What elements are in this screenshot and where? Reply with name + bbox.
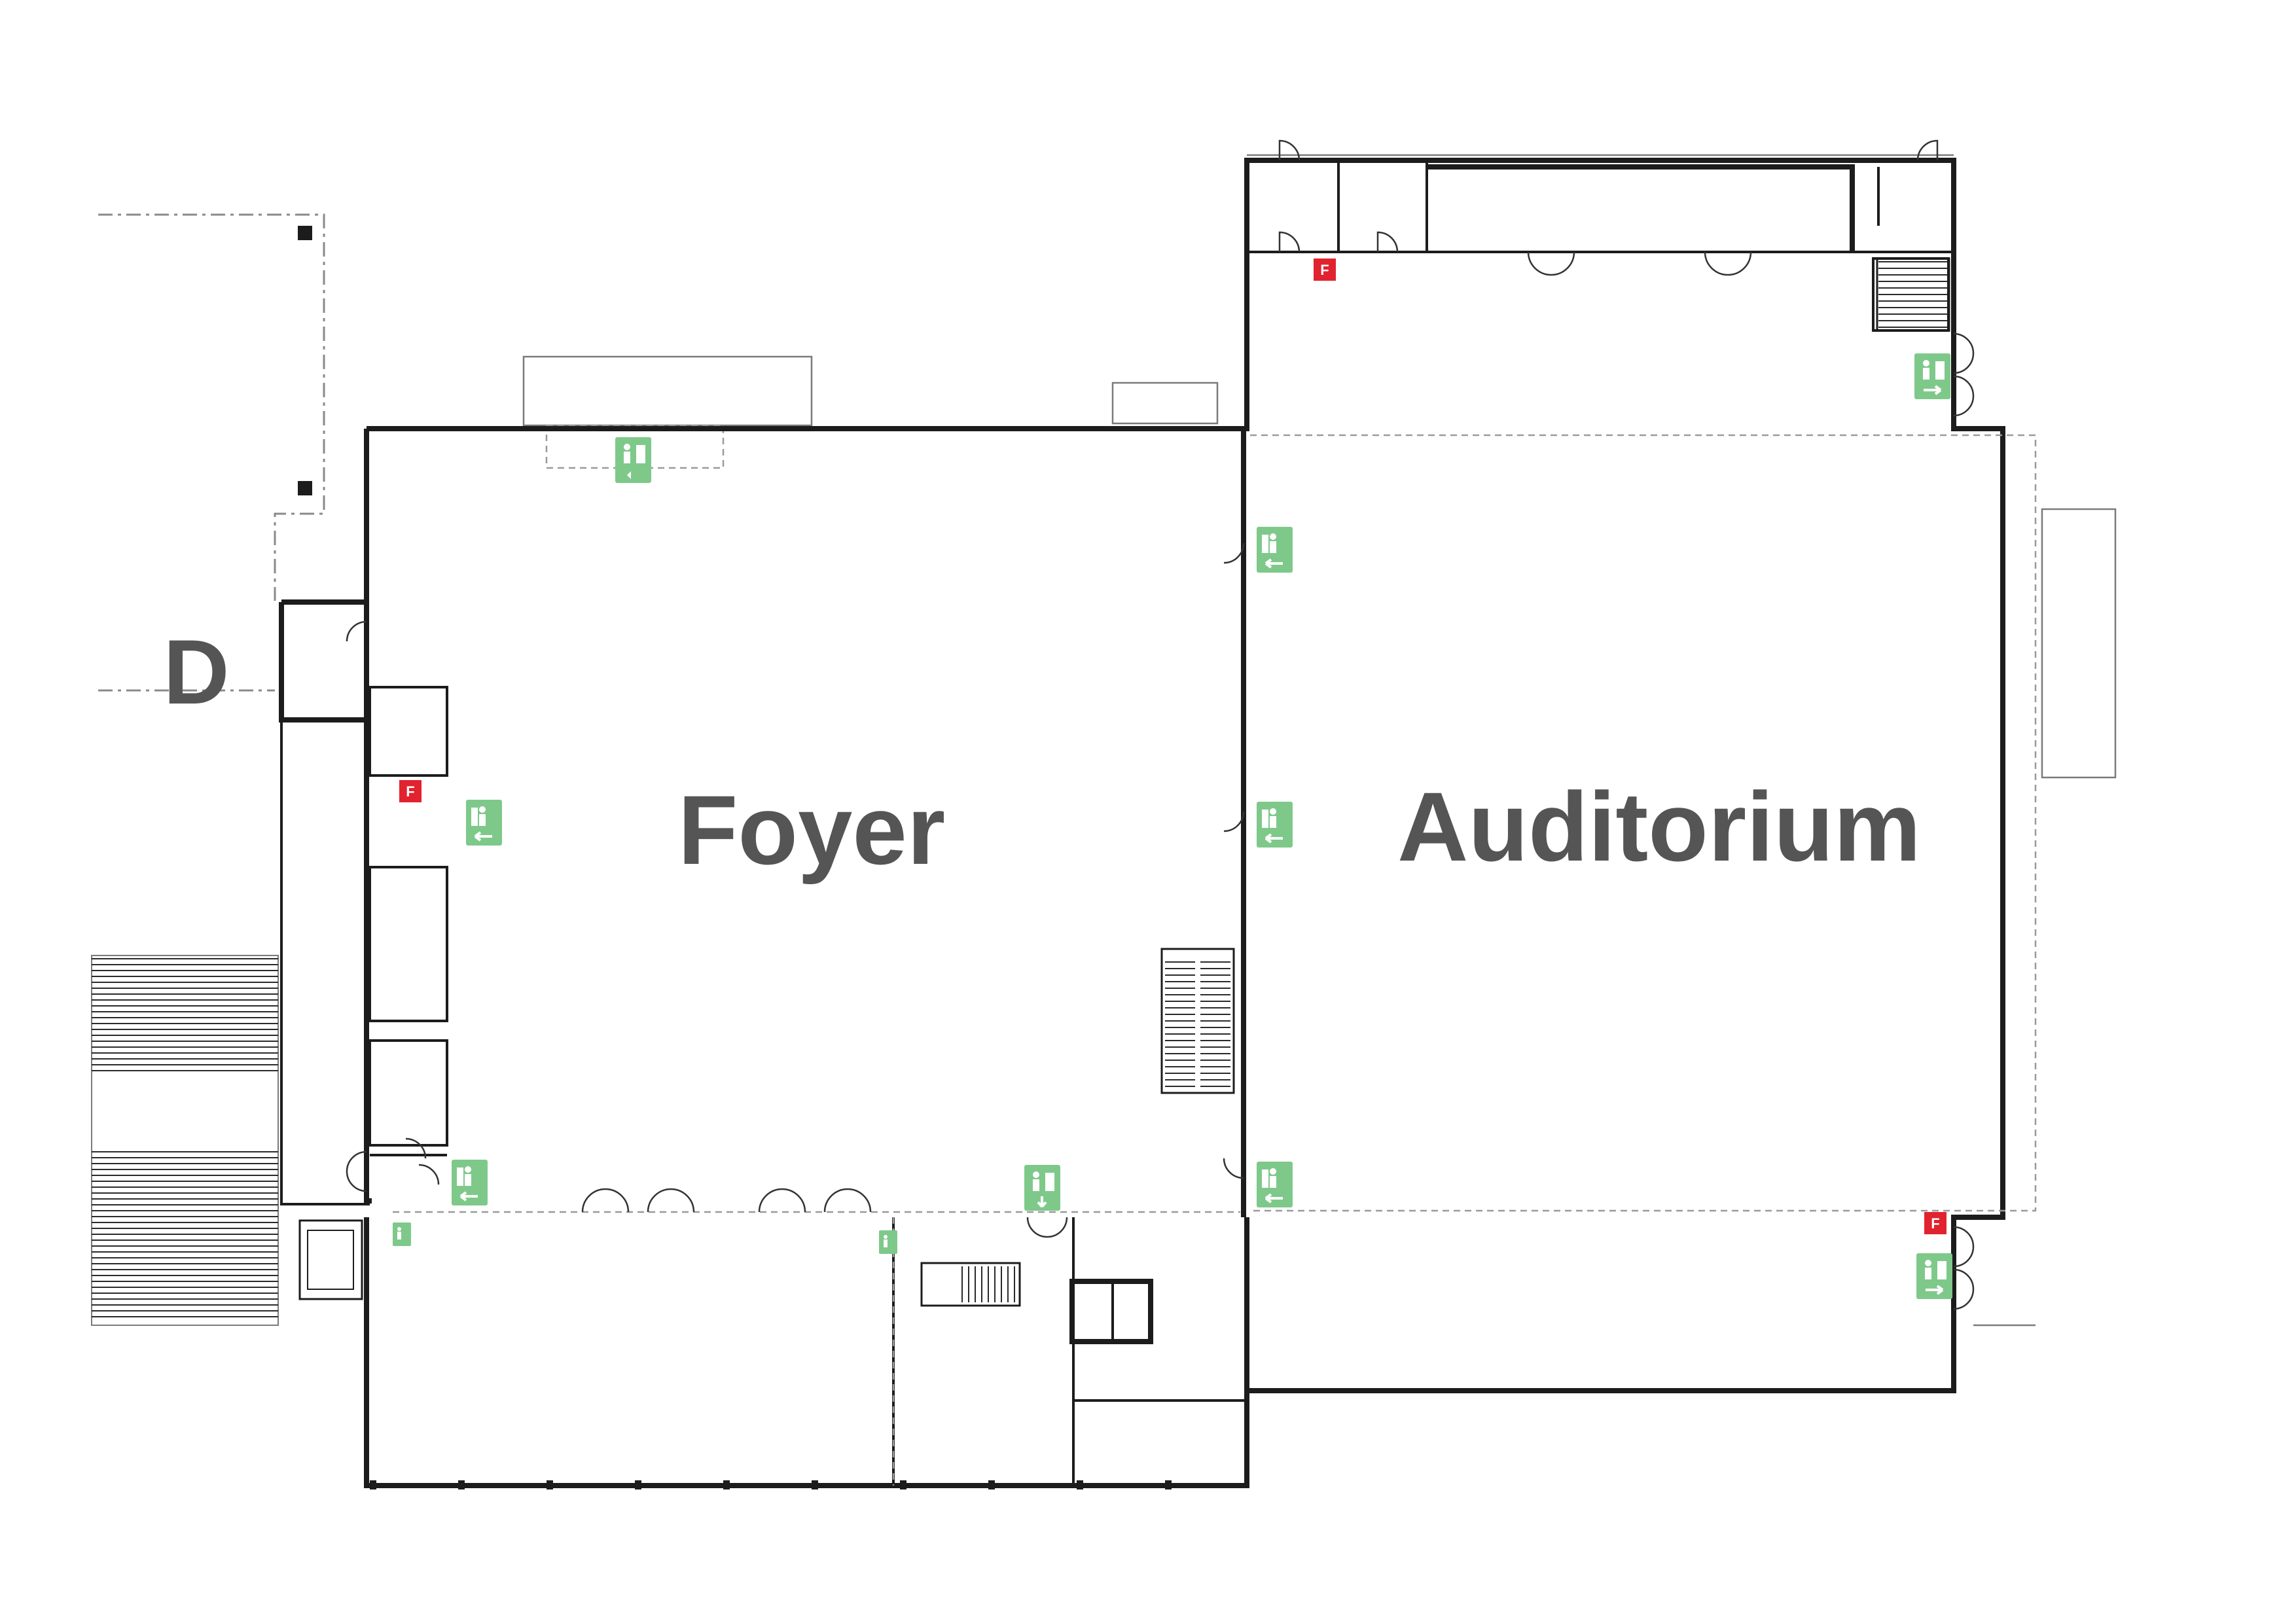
foyer-label: Foyer <box>678 775 945 885</box>
stairs <box>91 257 1950 1326</box>
column-ticks <box>370 1480 1172 1489</box>
fire-equipment-icon: F <box>1314 259 1336 281</box>
running-man-exit-icon <box>1257 527 1293 573</box>
section-label: D <box>163 620 229 723</box>
doors <box>346 139 2036 1327</box>
running-man-exit-icon <box>1914 353 1950 399</box>
running-man-exit-icon <box>1916 1253 1952 1299</box>
movable-partitions <box>393 434 2037 1486</box>
running-man-exit-icon <box>466 800 502 846</box>
running-man-exit-icon <box>1257 802 1293 847</box>
running-man-exit-icon <box>1257 1162 1293 1207</box>
running-man-exit-icon <box>452 1160 488 1205</box>
svg-text:F: F <box>1320 262 1329 278</box>
running-man-exit-icon <box>879 1230 897 1254</box>
exit-signs <box>393 353 1952 1299</box>
svg-text:F: F <box>1931 1215 1939 1232</box>
fire-markers: F F F <box>399 259 1946 1234</box>
running-man-exit-icon <box>1024 1165 1060 1211</box>
fire-equipment-icon: F <box>1924 1212 1946 1234</box>
auditorium-label: Auditorium <box>1397 772 1921 882</box>
svg-text:F: F <box>406 783 414 800</box>
fire-equipment-icon: F <box>399 780 422 802</box>
exterior-outlines <box>98 154 2117 779</box>
running-man-exit-icon <box>393 1222 411 1246</box>
running-man-exit-icon <box>615 437 651 483</box>
